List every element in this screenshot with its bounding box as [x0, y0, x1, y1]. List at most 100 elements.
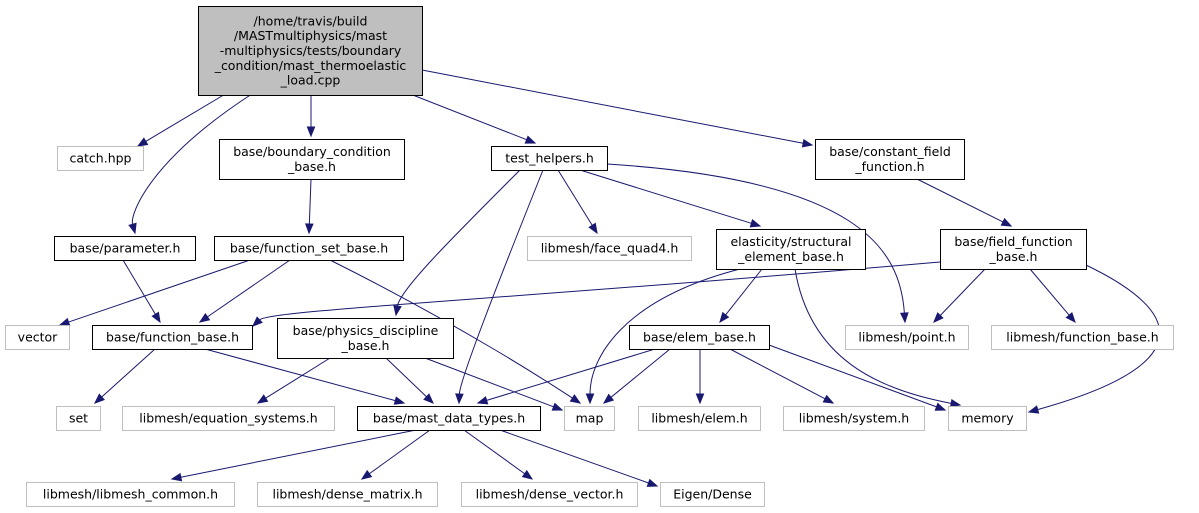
arrowhead	[393, 396, 406, 405]
edge-line	[145, 89, 233, 142]
edge-test_helpers-to-mast_types	[455, 169, 544, 405]
node-box	[54, 236, 196, 261]
node-label-line: test_helpers.h	[505, 151, 594, 166]
edge-line	[610, 348, 671, 398]
node-lm-func-base[interactable]: libmesh/function_base.h	[991, 325, 1174, 350]
arrowhead	[58, 317, 71, 327]
node-func-base[interactable]: base/function_base.h	[92, 325, 253, 350]
node-root[interactable]: /home/travis/build/MASTmultiphysics/mast…	[198, 6, 423, 96]
node-box	[56, 406, 101, 431]
edge-parameter-to-func_base	[122, 259, 161, 324]
edge-struct_elem-to-map	[585, 268, 741, 405]
node-label-line: elasticity/structural	[730, 234, 851, 249]
node-parameter[interactable]: base/parameter.h	[54, 236, 196, 261]
node-dense-matrix[interactable]: libmesh/dense_matrix.h	[257, 482, 438, 507]
node-face-quad4[interactable]: libmesh/face_quad4.h	[527, 236, 692, 261]
arrowhead	[393, 304, 402, 317]
edge-func_base-to-mast_types	[204, 348, 406, 405]
node-elem-base[interactable]: base/elem_base.h	[629, 325, 770, 350]
edge-line	[265, 357, 331, 399]
edge-elem_base-to-map	[602, 348, 671, 404]
node-label-line: libmesh/dense_matrix.h	[272, 487, 422, 502]
node-test-helpers[interactable]: test_helpers.h	[491, 146, 608, 171]
arrowhead	[1000, 217, 1013, 227]
edge-field_func-to-lm_func_base	[1029, 268, 1076, 324]
node-label-line: libmesh/function_base.h	[1006, 330, 1158, 345]
node-map[interactable]: map	[564, 406, 615, 431]
edge-elem_base-to-memory	[768, 344, 947, 411]
node-box	[783, 406, 925, 431]
node-mast-types[interactable]: base/mast_data_types.h	[357, 406, 541, 431]
node-label-line: Eigen/Dense	[673, 487, 752, 502]
edge-phys_disc-to-eq_sys	[256, 357, 331, 404]
edge-line	[729, 348, 826, 400]
node-box	[638, 406, 761, 431]
edge-mast_types-to-dense_matrix	[360, 429, 431, 480]
arrowhead	[151, 311, 161, 324]
node-label-line: /MASTmultiphysics/mast	[234, 28, 387, 43]
node-point[interactable]: libmesh/point.h	[845, 325, 969, 350]
arrowhead	[360, 469, 373, 480]
node-label-line: memory	[961, 411, 1014, 426]
node-label-line: libmesh/face_quad4.h	[541, 241, 679, 256]
arrowhead	[934, 402, 947, 411]
edge-test_helpers-to-phys_disc	[393, 169, 521, 317]
edge-const_field-to-field_func	[916, 178, 1013, 227]
edge-line	[579, 169, 752, 224]
edge-line	[68, 259, 251, 323]
edge-line	[424, 357, 554, 408]
node-struct-elem[interactable]: elasticity/structural_element_base.h	[716, 229, 866, 270]
node-box	[357, 406, 541, 431]
node-box	[948, 406, 1027, 431]
node-dense-vector[interactable]: libmesh/dense_vector.h	[461, 482, 638, 507]
edge-mast_types-to-eigen_dense	[499, 429, 659, 487]
node-func-set-base[interactable]: base/function_set_base.h	[214, 236, 404, 261]
node-lm-common[interactable]: libmesh/libmesh_common.h	[26, 482, 235, 507]
node-const-field[interactable]: base/constant_field_function.h	[815, 139, 965, 180]
edge-root-to-catch	[136, 89, 233, 147]
edge-line	[725, 268, 763, 316]
edge-elem_base-to-mast_types	[476, 348, 656, 405]
node-box	[660, 482, 765, 507]
node-catch[interactable]: catch.hpp	[57, 146, 144, 171]
node-eigen-dense[interactable]: Eigen/Dense	[660, 482, 765, 507]
edge-func_base-to-set	[93, 348, 156, 404]
edge-root-to-parameter	[128, 89, 259, 235]
edge-line	[486, 348, 656, 401]
edge-line	[308, 178, 312, 225]
node-vector[interactable]: vector	[5, 325, 70, 350]
node-label-line: map	[576, 411, 604, 426]
node-field-func[interactable]: base/field_function_base.h	[940, 229, 1087, 270]
node-lm-elem[interactable]: libmesh/elem.h	[638, 406, 761, 431]
node-lm-system[interactable]: libmesh/system.h	[783, 406, 925, 431]
arrowhead	[1027, 405, 1040, 414]
node-phys-disc[interactable]: base/physics_discipline_base.h	[277, 318, 454, 359]
edge-test_helpers-to-struct_elem	[579, 169, 762, 228]
node-box	[219, 139, 405, 180]
node-set[interactable]: set	[56, 406, 101, 431]
node-eq-sys[interactable]: libmesh/equation_systems.h	[122, 406, 335, 431]
edge-root-to-const_field	[421, 69, 814, 148]
node-box	[564, 406, 615, 431]
edge-test_helpers-to-point	[606, 163, 909, 324]
arrowhead	[476, 396, 489, 405]
arrowhead	[305, 223, 314, 235]
edge-line	[768, 344, 937, 408]
edge-line	[259, 261, 941, 321]
arrowhead	[933, 312, 944, 323]
node-label-line: base/constant_field	[829, 144, 951, 159]
arrowhead	[551, 402, 564, 411]
edge-line	[180, 429, 417, 478]
node-label-line: _base.h	[989, 249, 1038, 264]
edge-line	[463, 429, 525, 475]
node-box	[991, 325, 1174, 350]
node-bc-base[interactable]: base/boundary_condition_base.h	[219, 139, 405, 180]
node-label-line: libmesh/dense_vector.h	[476, 487, 624, 502]
node-box	[845, 325, 969, 350]
node-box	[277, 318, 454, 359]
arrowhead	[198, 313, 211, 323]
node-label-line: set	[69, 411, 88, 426]
arrowhead	[93, 393, 105, 404]
node-memory[interactable]: memory	[948, 406, 1027, 431]
edge-line	[131, 89, 259, 225]
